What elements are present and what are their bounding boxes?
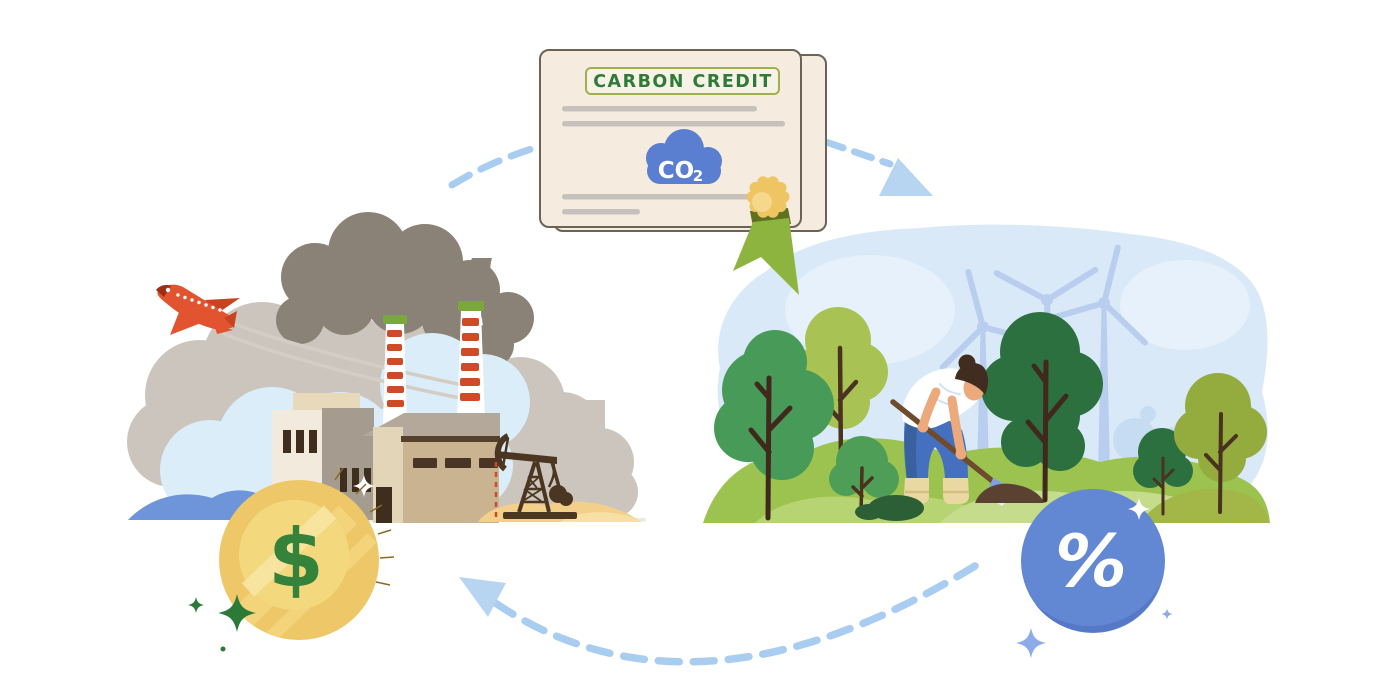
soil-mound — [975, 483, 1044, 503]
certificate-title: CARBON CREDIT — [593, 72, 773, 92]
ribbon-seal — [733, 176, 799, 295]
co2-label: CO — [658, 158, 694, 184]
tree-dark-far-right — [1133, 428, 1193, 516]
green-sparkles — [188, 594, 256, 652]
dollar-symbol: $ — [268, 512, 324, 605]
co2-subscript: 2 — [693, 167, 703, 185]
percent-badge: % — [1021, 489, 1165, 633]
gold-rosette-icon — [746, 176, 790, 218]
arrowhead-right-icon — [879, 158, 933, 196]
tree-mid-green — [714, 330, 834, 521]
oil-pumpjack — [494, 433, 577, 519]
hair — [955, 362, 989, 395]
smokestack-left — [383, 315, 407, 425]
airplane-icon — [156, 284, 240, 335]
grass-hill-olive-right — [1140, 488, 1269, 523]
bush-dark — [855, 495, 924, 521]
jeans-shadow — [904, 418, 918, 481]
tree-dark-right — [981, 312, 1103, 503]
industry-scene: $ — [127, 212, 646, 652]
co2-cloud-icon: CO 2 — [646, 129, 722, 185]
certificate: CARBON CREDIT CO 2 — [539, 49, 827, 295]
arrow-certificate-to-forest — [822, 138, 894, 168]
wind-turbine — [1043, 241, 1185, 478]
contrail-line — [222, 332, 462, 400]
forest-scene: % — [703, 222, 1270, 658]
arrow-forest-to-factory — [484, 562, 979, 666]
certificate-title-box — [585, 67, 780, 95]
hair-bun — [958, 354, 976, 372]
smokestack-right — [457, 301, 485, 420]
tree-olive-far-right — [1174, 373, 1267, 514]
sand-mound-light — [560, 512, 642, 522]
arrowhead-left-icon — [459, 577, 506, 617]
shovel-handle — [890, 399, 1003, 490]
tree-small-front — [829, 436, 899, 517]
woman-planting-tree — [890, 354, 1044, 506]
percent-symbol: % — [1055, 519, 1127, 603]
contrail-line — [230, 321, 474, 389]
certificate-text-lines — [562, 106, 785, 215]
sky-light-patch — [1120, 260, 1250, 350]
dollar-coin: $ — [219, 467, 395, 640]
